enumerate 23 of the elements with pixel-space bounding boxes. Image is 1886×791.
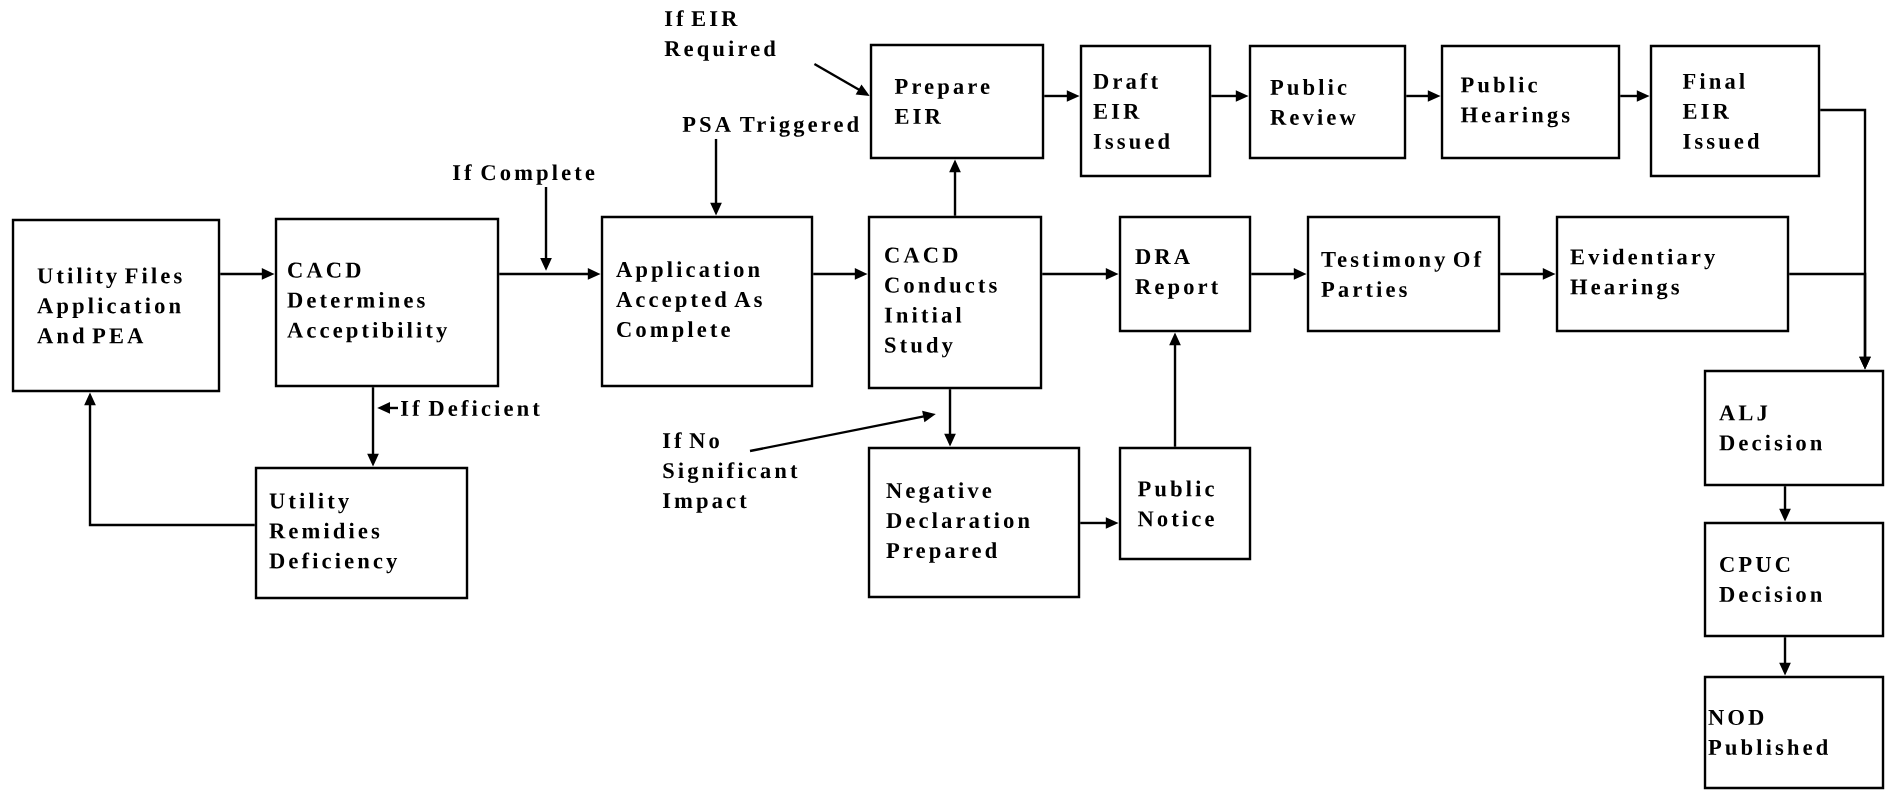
process-box: Utility Files Application And PEA — [11, 218, 221, 393]
process-box: Testimony Of Parties — [1306, 215, 1501, 333]
process-box: CPUC Decision — [1703, 521, 1885, 638]
condition-label: PSA Triggered — [682, 116, 859, 137]
process-box: Public Notice — [1118, 446, 1252, 561]
process-box: Utility Remidies Deficiency — [254, 466, 469, 600]
process-box: CACD Conducts Initial Study — [867, 215, 1043, 390]
process-box: NOD Published — [1703, 675, 1885, 790]
process-box: Public Hearings — [1440, 44, 1621, 160]
process-box: CACD Determines Acceptibility — [274, 217, 500, 388]
process-box: Draft EIR Issued — [1079, 44, 1212, 178]
process-box: Public Review — [1248, 44, 1407, 160]
condition-label: If EIR Required — [664, 10, 776, 61]
process-box: Final EIR Issued — [1649, 44, 1821, 178]
process-box: Prepare EIR — [869, 43, 1045, 160]
condition-label: If No Significant Impact — [662, 432, 798, 513]
process-box: DRA Report — [1118, 215, 1252, 333]
process-box: Application Accepted As Complete — [600, 215, 814, 388]
process-box: Negative Declaration Prepared — [867, 446, 1081, 599]
condition-label: If Complete — [452, 164, 595, 185]
process-box: ALJ Decision — [1703, 369, 1885, 487]
condition-label: If Deficient — [400, 399, 540, 416]
process-box: Evidentiary Hearings — [1555, 215, 1790, 333]
